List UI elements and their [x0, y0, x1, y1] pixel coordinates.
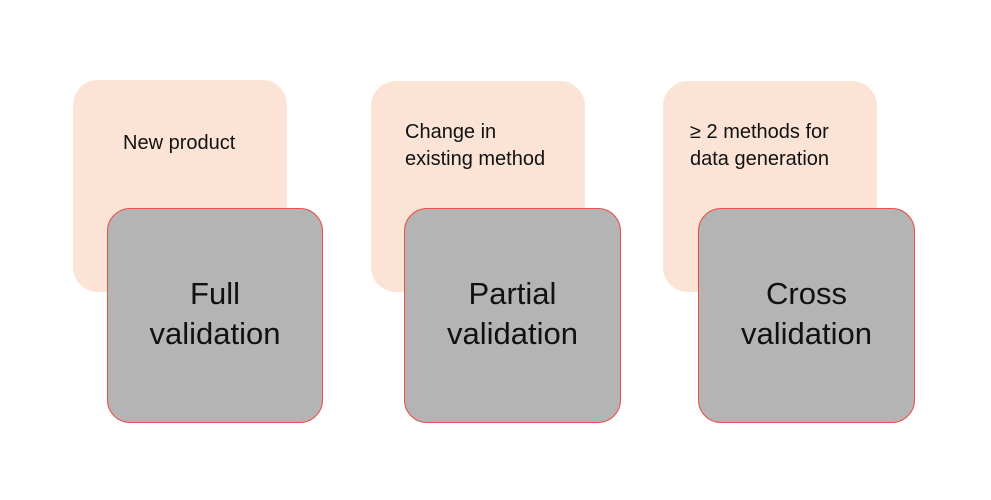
validation-label-partial: Partial validation: [447, 274, 578, 354]
condition-line: existing method: [405, 148, 546, 170]
condition-line: New product: [123, 132, 236, 154]
validation-line: Partial: [468, 275, 557, 311]
validation-line: Full: [190, 275, 240, 311]
condition-line: data generation: [690, 148, 830, 170]
validation-label-cross: Cross validation: [741, 274, 872, 354]
condition-line: ≥ 2 methods for: [690, 121, 829, 143]
validation-box-cross: Cross validation: [698, 208, 915, 423]
condition-label-two-methods: ≥ 2 methods for data generation: [690, 119, 829, 173]
validation-line: validation: [741, 315, 872, 351]
condition-label-new-product: New product: [123, 130, 235, 157]
condition-line: Change in: [405, 121, 497, 143]
validation-box-partial: Partial validation: [404, 208, 621, 423]
validation-label-full: Full validation: [150, 274, 281, 354]
validation-line: validation: [447, 315, 578, 351]
condition-label-change-existing: Change in existing method: [405, 119, 545, 173]
validation-line: Cross: [766, 275, 847, 311]
validation-box-full: Full validation: [107, 208, 323, 423]
validation-line: validation: [149, 315, 281, 351]
